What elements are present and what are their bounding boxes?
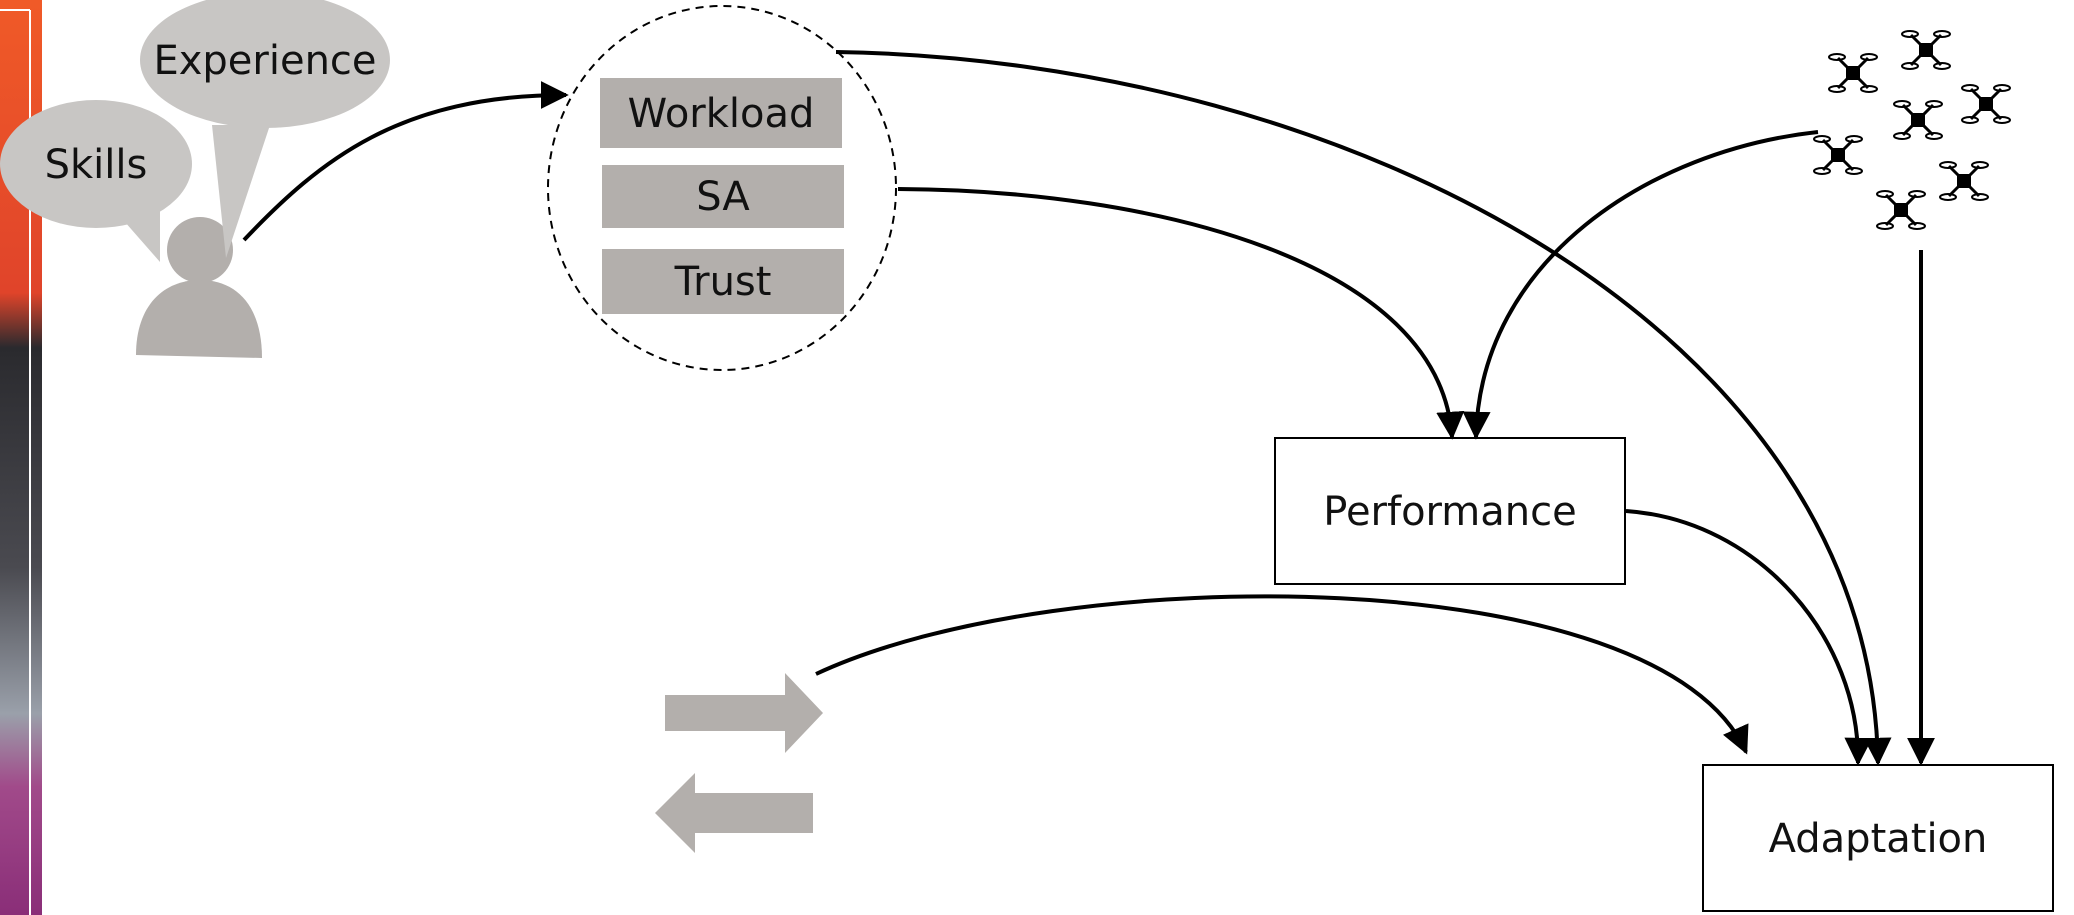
edge-workload-to-adaptation xyxy=(835,50,1892,766)
connectors xyxy=(242,50,1935,766)
node-adaptation-text: Adaptation xyxy=(1769,816,1988,862)
edge-human-to-factors xyxy=(242,81,569,242)
human-factors-group: Workload SA Trust xyxy=(547,5,897,371)
bubble-skills-text: Skills xyxy=(45,142,148,188)
drone-swarm-icon xyxy=(1812,29,2012,231)
factor-trust-text: Trust xyxy=(674,259,772,305)
node-adaptation: Adaptation xyxy=(1702,764,2054,912)
factor-workload-box xyxy=(600,78,842,148)
factor-workload-text: Workload xyxy=(628,91,815,137)
bubble-skills: Skills xyxy=(0,100,192,262)
edge-swarm-to-performance xyxy=(1462,130,1819,440)
exchange-arrows-icon xyxy=(655,673,823,853)
node-performance-text: Performance xyxy=(1323,489,1576,535)
person-icon xyxy=(136,217,262,358)
edge-sa-to-performance xyxy=(897,187,1465,440)
bubble-experience: Experience xyxy=(140,0,390,258)
factor-sa-box xyxy=(602,165,844,228)
edge-exchange-to-adaptation xyxy=(815,594,1749,755)
factor-sa-text: SA xyxy=(696,174,750,220)
factor-trust-box xyxy=(602,249,844,314)
bubble-experience-text: Experience xyxy=(153,38,376,84)
edge-performance-to-adaptation xyxy=(1625,509,1873,766)
node-performance: Performance xyxy=(1274,437,1626,585)
